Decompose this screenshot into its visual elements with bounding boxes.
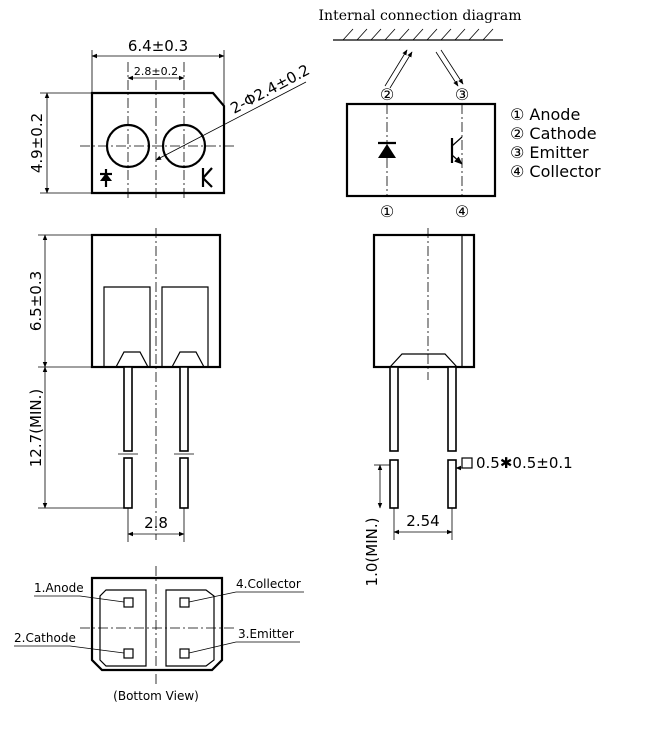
lead-left-upper: [123, 366, 133, 452]
pad-anode: [123, 597, 134, 608]
lead-right-upper: [179, 366, 189, 452]
phototransistor-symbol-icon: [450, 136, 463, 165]
diagram-title: Internal connection diagram: [319, 8, 522, 24]
top-view: 6.4±0.3 2.8±0.2 4.9±0.2 2-Φ2.4±0.2: [28, 37, 313, 200]
pad-cathode: [123, 648, 134, 659]
diode-mark-icon: [100, 169, 112, 187]
legend-emitter: ③ Emitter: [510, 143, 589, 162]
label-collector: 4.Collector: [236, 577, 301, 591]
dim-body-height: 6.5±0.3: [27, 271, 45, 331]
label-emitter: 3.Emitter: [238, 627, 294, 641]
pad-emitter: [179, 648, 190, 659]
lead-right-lower: [179, 457, 189, 509]
dim-pitch-top: 2.8±0.2: [134, 65, 178, 78]
pin-number-1: ①: [380, 202, 394, 221]
transistor-mark-icon: [201, 167, 213, 188]
connection-diagram: Internal connection diagram ② ③ ① ④: [319, 8, 601, 221]
connection-box: [345, 102, 497, 198]
bottom-view-caption: (Bottom View): [113, 689, 199, 703]
pad-collector: [179, 597, 190, 608]
lead-left-lower: [123, 457, 133, 509]
lead-section-square-icon: [461, 457, 473, 469]
side-lead-right-lower: [447, 459, 457, 509]
side-lead-left-upper: [389, 366, 399, 452]
front-view: 6.5±0.3 12.7(MIN.) 2.8: [27, 228, 222, 542]
side-view: 0.5✱0.5±0.1 1.0(MIN.) 2.54: [363, 228, 573, 586]
label-cathode: 2.Cathode: [14, 631, 76, 645]
dim-lead-length: 12.7(MIN.): [27, 389, 45, 467]
side-body: [372, 233, 476, 369]
dim-lead-pitch-front: 2.8: [144, 514, 168, 532]
dim-width-top: 6.4±0.3: [128, 37, 188, 55]
bottom-view: 1.Anode 2.Cathode 4.Collector 3.Emitter …: [14, 566, 304, 703]
top-view-outline: [90, 91, 226, 195]
side-lead-right-upper: [447, 366, 457, 452]
legend-collector: ④ Collector: [510, 162, 601, 181]
photodiode-symbol-icon: [378, 141, 396, 158]
dim-lead-stub: 1.0(MIN.): [363, 518, 381, 587]
dim-lead-section: 0.5✱0.5±0.1: [476, 454, 573, 472]
dim-height-top: 4.9±0.2: [28, 113, 46, 173]
legend-cathode: ② Cathode: [510, 124, 597, 143]
dim-lead-pitch-side: 2.54: [406, 512, 439, 530]
legend-anode: ① Anode: [510, 105, 580, 124]
side-lead-left-lower: [389, 459, 399, 509]
label-anode: 1.Anode: [34, 581, 84, 595]
dim-hole-diameter: 2-Φ2.4±0.2: [227, 61, 312, 118]
pin-number-4: ④: [455, 202, 469, 221]
pin-number-2: ②: [380, 85, 394, 104]
pin-number-3: ③: [455, 85, 469, 104]
bottom-outline: [90, 576, 224, 672]
